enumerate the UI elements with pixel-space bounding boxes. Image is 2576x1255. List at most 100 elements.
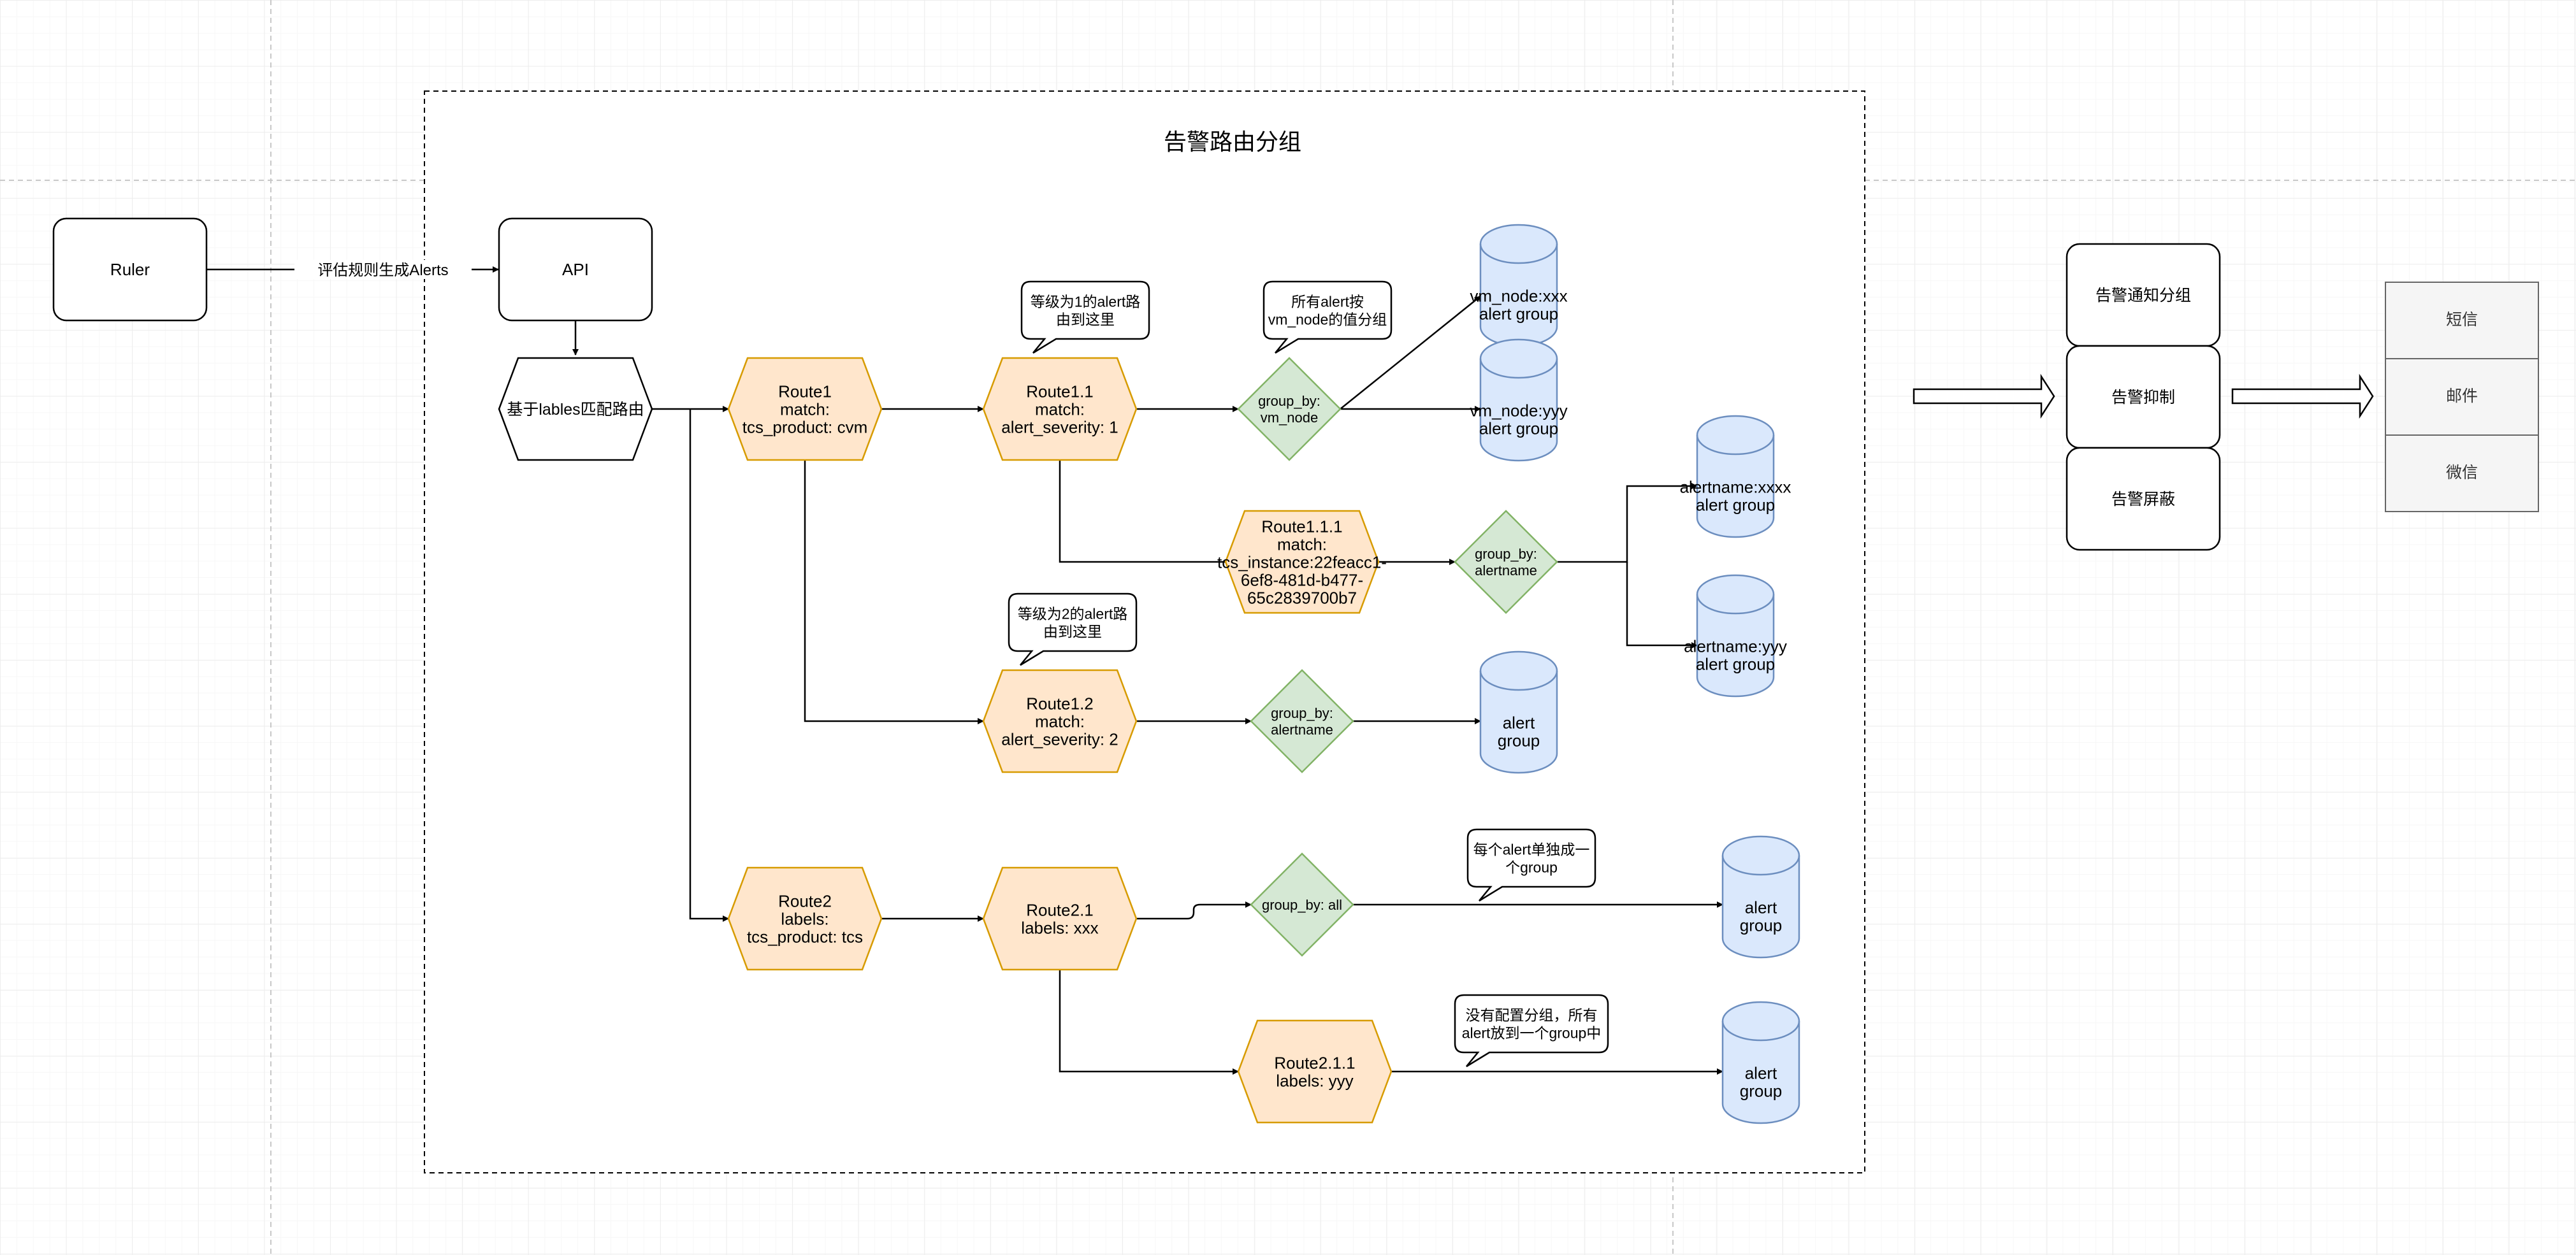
groupby_vm_node-text-1: vm_node <box>1261 410 1319 426</box>
api-label: API <box>562 260 589 279</box>
channel-email-label: 邮件 <box>2446 387 2478 405</box>
channel-wechat[interactable] <box>2385 434 2539 512</box>
routing-container[interactable] <box>424 90 1865 1173</box>
cyl_vm_node_yyy-cylinder-rim <box>1479 358 1558 379</box>
groupby_alertname_1-diamond[interactable] <box>1454 510 1558 614</box>
groupby_vm_node-text-0: group_by: <box>1258 393 1321 409</box>
cyl_vm_node_xxx-cylinder[interactable] <box>1479 224 1558 347</box>
ruler-node[interactable] <box>52 217 208 322</box>
cyl_alertname_yyy-text-0: alertname:yyy <box>1684 636 1787 656</box>
diagram-title: 告警路由分组 <box>1164 129 1301 155</box>
cyl_alert_group_r12-cylinder[interactable] <box>1479 650 1558 774</box>
route111-text-4: 65c2839700b7 <box>1247 588 1357 607</box>
pipeline-silence-label: 告警屏蔽 <box>2111 491 2175 508</box>
callout_vm_node-shape <box>1263 280 1393 354</box>
pipeline-silence[interactable] <box>2066 447 2221 551</box>
route1-text-0: Route1 <box>778 382 832 401</box>
cyl_alert_group_default-cylinder-rim <box>1721 1021 1800 1042</box>
callout_each-shape <box>1466 828 1596 902</box>
edges <box>206 266 1723 1075</box>
cyl_vm_node_yyy-text-1: alert group <box>1479 419 1558 438</box>
edge-groupby-vmxxx <box>1340 296 1481 410</box>
cyl_vm_node_yyy-text-0: vm_node:yyy <box>1470 401 1567 420</box>
route1-hexagon[interactable] <box>727 357 883 461</box>
arrow-to-pipeline <box>1913 373 2055 419</box>
route2-hexagon[interactable] <box>727 866 883 971</box>
cyl_alertname_yyy-cylinder[interactable] <box>1696 574 1775 698</box>
groupby_vm_node-diamond-node[interactable]: group_by:vm_node <box>1237 357 1342 461</box>
channel-sms[interactable] <box>2385 282 2539 359</box>
route2-text-2: tcs_product: tcs <box>747 927 863 946</box>
route111-hexagon[interactable] <box>1224 510 1380 614</box>
groupby_alertname_2-text-1: alertname <box>1271 722 1333 738</box>
route111-text-0: Route1.1.1 <box>1261 517 1342 536</box>
channel-email[interactable] <box>2385 358 2539 436</box>
callout_none-text-0: 没有配置分组，所有 <box>1466 1007 1598 1023</box>
cyl_alert_group_all-text-1: group <box>1740 915 1783 935</box>
router-label: 基于lables匹配路由 <box>507 401 644 419</box>
callout_each-text-0: 每个alert单独成一 <box>1473 841 1590 857</box>
edge-label-bg <box>294 260 472 279</box>
cyl_alert_group_default-text-1: group <box>1740 1081 1783 1100</box>
cyl_vm_node_yyy-cylinder[interactable] <box>1479 338 1558 462</box>
route211-text-1: labels: yyy <box>1276 1071 1353 1090</box>
cyl_alertname_xxxx-cylinder-rim <box>1696 434 1775 455</box>
route12-hexagon[interactable] <box>982 669 1138 773</box>
edge-route11-route111 <box>1059 460 1239 565</box>
route21-hexagon[interactable] <box>982 866 1138 971</box>
callout_vm_node-text-1: vm_node的值分组 <box>1268 311 1387 327</box>
callout_each-text-1: 个group <box>1505 859 1558 875</box>
route2-text-0: Route2 <box>778 891 832 910</box>
cyl_alert_group_r12-text-1: group <box>1498 731 1540 750</box>
cyl_alert_group_all-cylinder[interactable] <box>1721 835 1800 959</box>
cyl_alertname_xxxx-text-1: alert group <box>1696 495 1775 514</box>
api-node[interactable] <box>498 217 653 322</box>
route11-hexagon[interactable] <box>982 357 1138 461</box>
cyl_alert_group_default-text-0: alert <box>1745 1063 1777 1082</box>
route12-text-0: Route1.2 <box>1026 694 1094 713</box>
groupby_alertname_1-diamond-node[interactable]: group_by:alertname <box>1454 510 1558 614</box>
route211-text-0: Route2.1.1 <box>1274 1053 1355 1072</box>
cyl_alertname_yyy-text-1: alert group <box>1696 654 1775 673</box>
ruler-label: Ruler <box>110 260 150 279</box>
router-hexagon[interactable] <box>498 357 653 461</box>
route211-hexagon[interactable] <box>1237 1019 1393 1124</box>
route111-node[interactable]: Route1.1.1match:tcs_instance:22feacc1-6e… <box>1217 510 1387 614</box>
cyl_alert_group_all-text-0: alert <box>1745 898 1777 917</box>
groupby_alertname_2-text-0: group_by: <box>1271 705 1333 721</box>
cyl_alert_group_default-cylinder[interactable] <box>1721 1001 1800 1124</box>
route111-text-1: match: <box>1277 534 1327 554</box>
cyl_vm_node_xxx-text-0: vm_node:xxx <box>1470 286 1567 305</box>
ruler-edge-label: 评估规则生成Alerts <box>317 262 448 279</box>
callout_none-shape <box>1454 994 1609 1068</box>
groupby_all-diamond[interactable] <box>1250 852 1354 957</box>
groupby_alertname_2-diamond-node[interactable]: group_by:alertname <box>1250 669 1354 773</box>
route2-text-1: labels: <box>781 909 829 928</box>
callout_sev1-text-0: 等级为1的alert路 <box>1031 293 1141 310</box>
channel-wechat-label: 微信 <box>2446 464 2478 482</box>
groupby_all-diamond-node[interactable]: group_by: all <box>1250 852 1354 957</box>
groupby_vm_node-diamond[interactable] <box>1237 357 1342 461</box>
cyl_alertname_xxxx-cylinder[interactable] <box>1696 415 1775 538</box>
groupby_alertname_2-diamond[interactable] <box>1250 669 1354 773</box>
route11-text-1: match: <box>1035 399 1085 419</box>
